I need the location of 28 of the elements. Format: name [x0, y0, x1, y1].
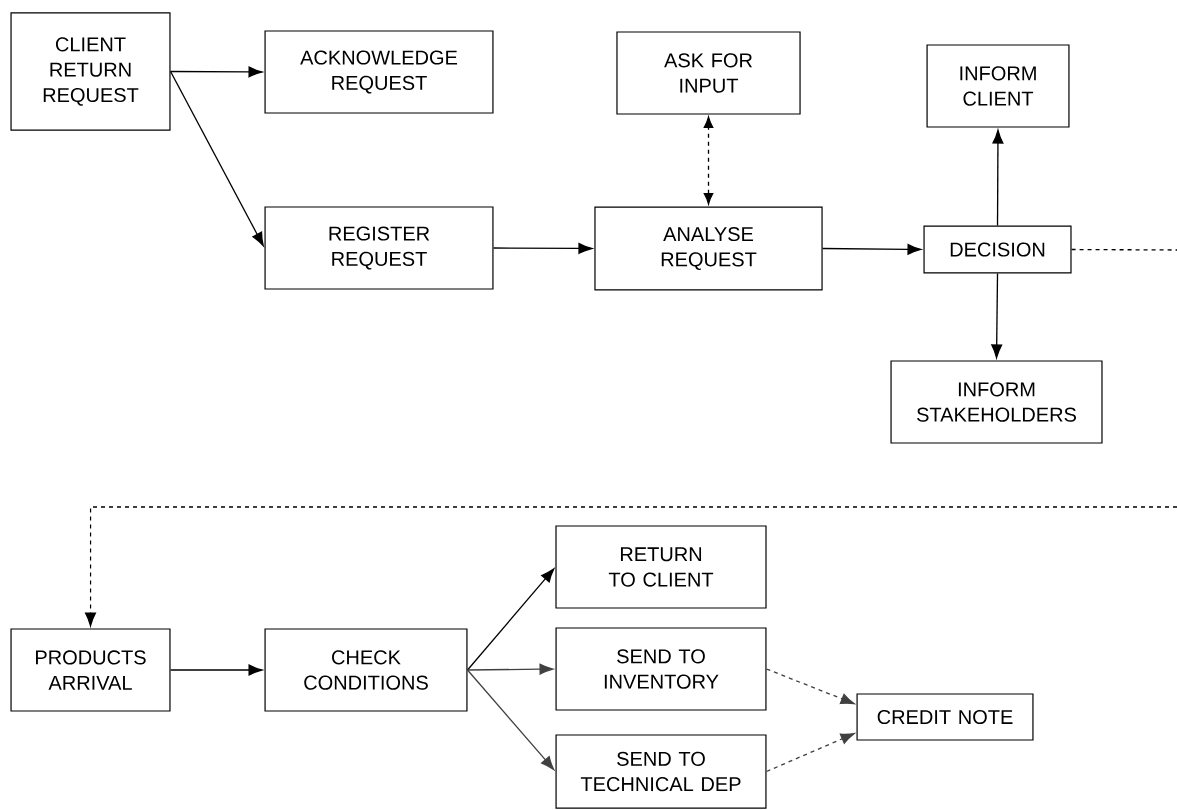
process-box: CHECK CONDITIONS [264, 628, 468, 712]
arrow [466, 669, 555, 771]
process-box: CREDIT NOTE [856, 693, 1034, 741]
arrow [991, 272, 1003, 359]
arrow [703, 116, 714, 205]
arrow [466, 663, 554, 675]
process-box: ACKNOWLEDGE REQUEST [264, 30, 494, 114]
arrow [169, 664, 263, 676]
arrow [822, 243, 922, 255]
process-box: SEND TO TECHNICAL DEP [555, 734, 767, 809]
process-box: ANALYSE REQUEST [594, 206, 823, 291]
arrow [992, 129, 1004, 227]
process-box: REGISTER REQUEST [264, 206, 494, 290]
process-box: DECISION [923, 225, 1072, 274]
arrow [169, 70, 264, 247]
process-box: INFORM STAKEHOLDERS [890, 360, 1103, 444]
arrow [492, 242, 593, 254]
process-box: ASK FOR INPUT [616, 31, 801, 115]
arrow [466, 568, 555, 671]
arrow [765, 733, 855, 773]
arrow [765, 668, 855, 705]
process-box: RETURN TO CLIENT [555, 525, 767, 609]
process-box: PRODUCTS ARRIVAL [10, 628, 171, 712]
arrow [85, 506, 1177, 627]
process-box: INFORM CLIENT [926, 44, 1070, 128]
arrow [169, 66, 263, 78]
process-box: SEND TO INVENTORY [555, 627, 767, 711]
process-box: CLIENT RETURN REQUEST [10, 12, 171, 131]
